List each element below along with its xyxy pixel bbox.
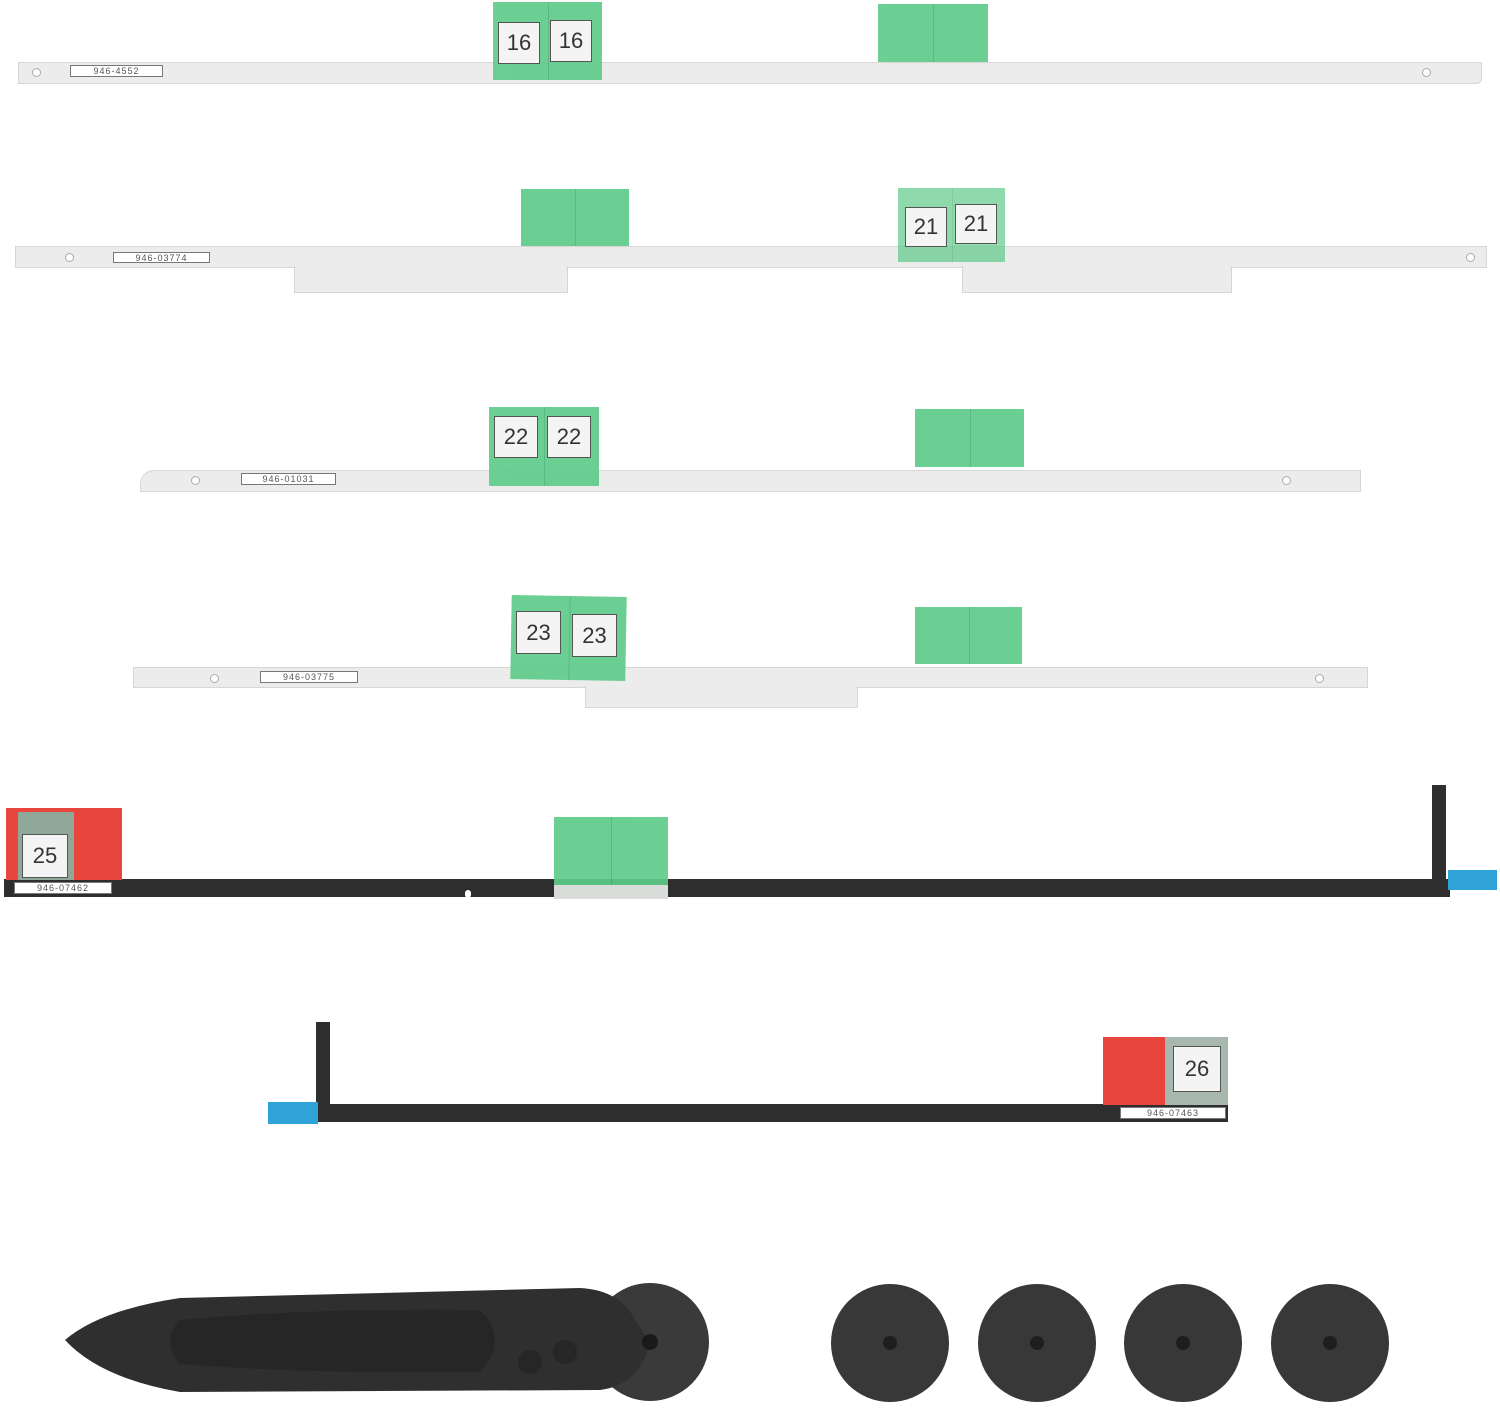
tab-number: 21 [905, 207, 947, 247]
part-number-label: 946-4552 [70, 65, 163, 77]
part-number-label: 946-07463 [1120, 1107, 1226, 1119]
suction-wheel [1124, 1284, 1242, 1402]
tab-number: 25 [22, 834, 68, 878]
part-number-label: 946-07462 [14, 882, 112, 894]
tab-number: 16 [498, 22, 540, 64]
tab-number: 16 [550, 20, 592, 62]
tab-number: 21 [955, 204, 997, 244]
suction-wheel [831, 1284, 949, 1402]
part-number-label: 946-03775 [260, 671, 358, 683]
tab-number: 26 [1173, 1046, 1221, 1092]
tab-number: 23 [572, 614, 617, 657]
tab-number: 22 [547, 416, 591, 458]
suction-wheel [1271, 1284, 1389, 1402]
part-number-label: 946-01031 [241, 473, 336, 485]
part-number-label: 946-03774 [113, 252, 210, 263]
tab-number: 22 [494, 416, 538, 458]
pry-wheel-tool [65, 1283, 709, 1401]
tab-number: 23 [516, 611, 561, 654]
suction-wheel [978, 1284, 1096, 1402]
